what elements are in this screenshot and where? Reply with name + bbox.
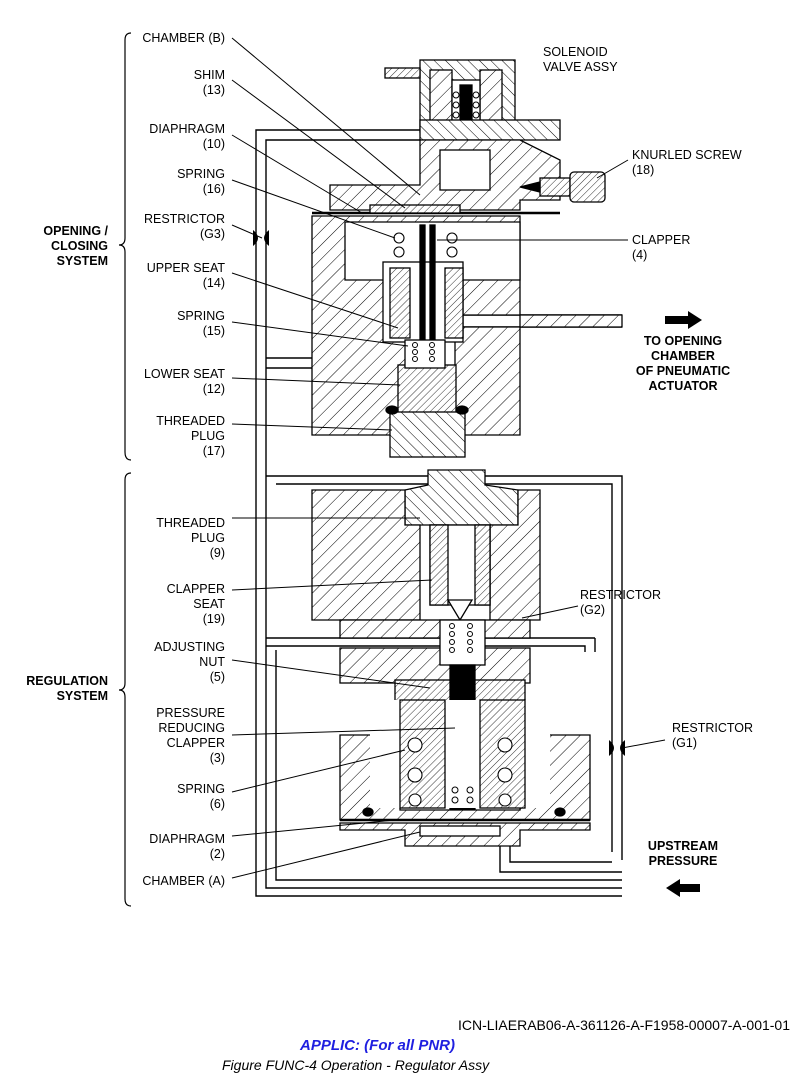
label-upper-seat: UPPER SEAT(14) <box>147 261 226 290</box>
label-spring-6: SPRING(6) <box>177 782 225 811</box>
label-diaphragm-10: DIAPHRAGM(10) <box>149 122 225 151</box>
pneumatic-lines <box>255 129 623 897</box>
solenoid-valve <box>384 59 561 146</box>
label-diaphragm-2: DIAPHRAGM(2) <box>149 832 225 861</box>
opening-closing-brace <box>118 32 132 461</box>
label-shim: SHIM(13) <box>194 68 225 97</box>
component-labels: CHAMBER (B) SHIM(13) DIAPHRAGM(10) SPRIN… <box>26 31 753 888</box>
label-lower-seat: LOWER SEAT(12) <box>144 367 225 396</box>
label-knurled-screw: KNURLED SCREW(18) <box>632 148 742 177</box>
label-chamber-a: CHAMBER (A) <box>142 874 225 888</box>
label-restrictor-g1: RESTRICTOR(G1) <box>672 721 753 750</box>
icn-reference: ICN-LIAERAB06-A-361126-A-F1958-00007-A-0… <box>457 1017 790 1033</box>
label-spring-16: SPRING(16) <box>177 167 225 196</box>
label-chamber-b: CHAMBER (B) <box>142 31 225 45</box>
upstream-pressure-arrow <box>666 879 700 897</box>
label-clapper-4: CLAPPER(4) <box>632 233 690 262</box>
label-restrictor-g3: RESTRICTOR(G3) <box>144 212 225 241</box>
restrictor-g3-symbol <box>253 230 269 246</box>
upper-valve-body <box>311 139 623 458</box>
opening-chamber-arrow <box>665 311 702 329</box>
regulation-brace <box>118 472 132 907</box>
leader-lines <box>231 37 666 879</box>
lower-valve-body <box>311 469 591 847</box>
label-restrictor-g2: RESTRICTOR(G2) <box>580 588 661 617</box>
label-spring-15: SPRING(15) <box>177 309 225 338</box>
figure-caption: Figure FUNC-4 Operation - Regulator Assy <box>222 1057 490 1073</box>
applicability-note: APPLIC: (For all PNR) <box>300 1037 456 1054</box>
